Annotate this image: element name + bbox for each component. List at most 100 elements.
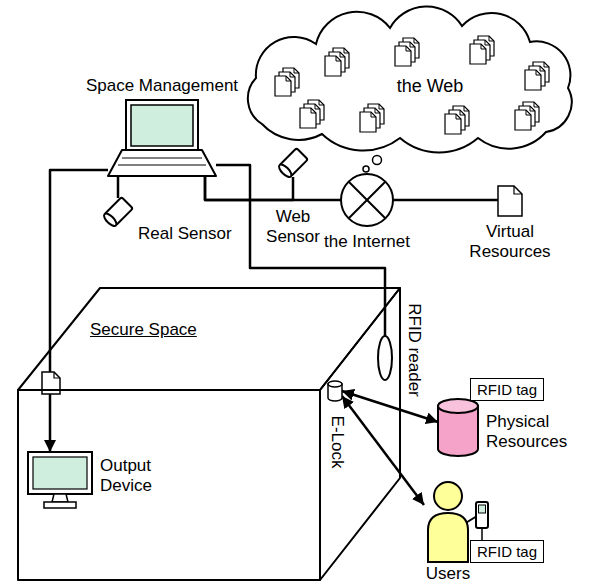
web-page-icon [470, 44, 486, 64]
shape-group [108, 100, 216, 176]
document-fold [514, 186, 522, 194]
camera-lens [277, 163, 293, 179]
web-page-icon [360, 112, 376, 132]
connector-line [342, 396, 424, 505]
page-fold [315, 104, 320, 109]
e-lock: E-Lock [328, 381, 342, 401]
real-sensor: Real Sensor [104, 198, 132, 226]
page-fold [530, 106, 535, 111]
page-fold [536, 70, 541, 75]
connector-line [393, 199, 498, 202]
node-label: RFID tag [477, 381, 537, 398]
node-outline [104, 198, 132, 226]
laptop-screen-frame [126, 100, 198, 150]
page-fold [489, 36, 494, 41]
monitor-stand [52, 494, 68, 502]
laptop-base [108, 150, 216, 176]
mobile-phone [476, 502, 488, 528]
web-page-icon [300, 108, 316, 128]
web-cloud: the Web [244, 4, 586, 156]
page-fold [375, 108, 380, 113]
packet-fold [54, 372, 60, 378]
user-figure: Users [424, 482, 472, 562]
connector-line [205, 176, 341, 200]
node-outline [498, 186, 522, 216]
node-outline [108, 100, 216, 176]
node-label: Physical Resources [486, 412, 576, 451]
page-fold [526, 110, 531, 115]
internet-circle [341, 174, 393, 226]
physical-resource: Physical Resources [438, 399, 478, 456]
node-label: the Internet [324, 232, 410, 252]
shape-group [277, 148, 308, 179]
node-label: Users [426, 564, 470, 584]
page-fold [286, 76, 291, 81]
page-fold [340, 52, 345, 57]
node-label: Real Sensor [138, 224, 232, 244]
management-laptop: Space Management [108, 100, 216, 176]
node-label: Output Device [100, 456, 175, 495]
shape-group [378, 336, 392, 380]
page-fold [414, 38, 419, 43]
node-label: Space Management [86, 76, 238, 96]
keyboard-line [122, 158, 202, 159]
cube-side-face [320, 288, 400, 580]
page-fold [344, 48, 349, 53]
cloud-outline [248, 7, 572, 153]
node-label: RFID tag [477, 543, 537, 560]
page-fold [534, 102, 539, 107]
page-fold [464, 106, 469, 111]
shape-group [28, 452, 92, 508]
page-fold [311, 108, 316, 113]
shape-group [102, 197, 133, 228]
node-outline [438, 399, 478, 456]
web-page-icon [325, 56, 341, 76]
monitor-foot [44, 502, 76, 508]
shape-group [341, 174, 393, 226]
web-page-icon [515, 110, 531, 130]
monitor-screen [33, 457, 87, 489]
phone-screen [479, 505, 486, 513]
laptop-screen [131, 105, 193, 146]
page-fold [319, 100, 324, 105]
internet-node: the Internet [341, 174, 393, 226]
node-label: Virtual Resources [463, 222, 558, 261]
node-outline [424, 482, 472, 562]
camera-icon [102, 197, 133, 228]
document-icon [498, 186, 522, 216]
connector-line [117, 176, 120, 198]
cross-line [349, 182, 385, 218]
page-fold [540, 66, 545, 71]
web-sensor: Web Sensor [279, 149, 307, 177]
shape-group [328, 381, 342, 401]
page-fold [379, 104, 384, 109]
virtual-resource: Virtual Resources [498, 186, 522, 216]
shape-group [248, 7, 572, 153]
page-fold [481, 44, 486, 49]
node-outline [328, 381, 342, 401]
page-fold [460, 110, 465, 115]
page-fold [290, 72, 295, 77]
camera-lens [102, 212, 118, 228]
page-fold [336, 56, 341, 61]
page-fold [485, 40, 490, 45]
cross-line [349, 182, 385, 218]
rfid-reader: RFID reader [378, 336, 392, 380]
cube-top-face [18, 288, 400, 390]
node-label: Web Sensor [263, 207, 323, 246]
user-body [428, 513, 468, 562]
page-fold [456, 114, 461, 119]
web-page-icon [445, 114, 461, 134]
reader-oval [378, 336, 392, 380]
shape-group [498, 186, 522, 216]
camera-icon [277, 148, 308, 179]
page-fold [410, 42, 415, 47]
rfid-tag: RFID tag [470, 540, 544, 563]
node-label: RFID reader [404, 303, 424, 397]
web-page-icon [525, 70, 541, 90]
thought-bubble [373, 156, 382, 165]
tag-leader [481, 528, 483, 540]
output-device: Output Device [28, 452, 92, 508]
node-outline [28, 452, 92, 508]
page-fold [406, 46, 411, 51]
